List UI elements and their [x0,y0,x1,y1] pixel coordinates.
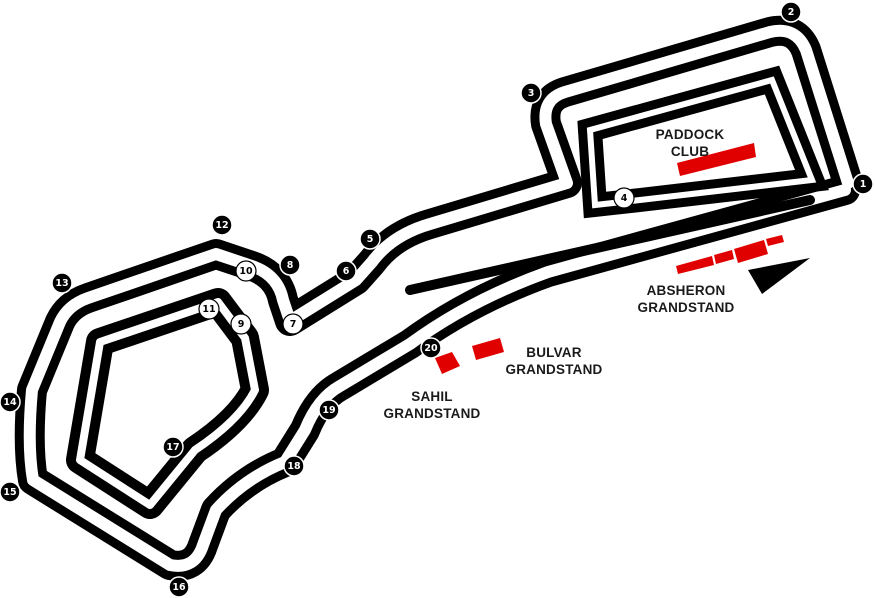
turn-marker-circle [168,576,190,598]
turn-marker-circle [51,272,73,294]
turn-marker-number: 20 [424,343,438,354]
turn-marker-number: 15 [3,487,16,498]
turn-marker-number: 10 [239,266,253,277]
turn-marker-circle [198,298,220,320]
turn-marker-17: 17 [162,436,184,458]
turn-marker-circle [335,260,357,282]
turn-marker-10: 10 [235,260,257,282]
turn-marker-11: 11 [198,298,220,320]
inner-loop-line [76,298,259,509]
absheron-label-line2: GRANDSTAND [637,300,735,315]
turn-marker-circle [162,436,184,458]
grandstands [435,143,784,374]
turn-marker-number: 16 [172,582,186,593]
turn-marker-number: 5 [367,234,374,245]
turn-marker-circle [235,260,257,282]
paddock-club-stand [677,143,756,176]
bulvar-stand [472,338,504,360]
turn-marker-number: 7 [290,319,297,330]
turn-marker-19: 19 [318,399,340,421]
turn-marker-15: 15 [0,481,21,503]
turn-marker-circle [613,187,635,209]
turn-marker-14: 14 [0,391,21,413]
absheron-stand-4 [766,235,784,246]
turn-marker-20: 20 [420,337,442,359]
race-track [14,15,863,581]
main-straight [405,195,815,295]
turn-marker-circle [282,313,304,335]
turn-marker-circle [780,1,802,23]
turn-marker-number: 17 [166,442,179,453]
paddock-label-line2: CLUB [670,144,710,159]
turn-marker-number: 14 [3,397,17,408]
turn-marker-number: 4 [621,193,628,204]
turn-marker-circle [359,228,381,250]
sahil-label-line1: SAHIL [411,389,453,404]
absheron-grandstand-label: ABSHERON GRANDSTAND [622,282,750,316]
sahil-label-line2: GRANDSTAND [383,406,481,421]
turn-marker-2: 2 [780,1,802,23]
bulvar-label-line1: BULVAR [526,345,582,360]
turn-marker-circle [283,455,305,477]
turn-marker-number: 8 [287,260,294,271]
bulvar-grandstand-label: BULVAR GRANDSTAND [490,344,618,378]
turn-marker-3: 3 [520,82,542,104]
absheron-label-line1: ABSHERON [646,283,726,298]
track-centre-line [23,24,854,572]
turn-marker-7: 7 [282,313,304,335]
paddock-label-line1: PADDOCK [655,127,725,142]
turn-marker-number: 9 [238,319,245,330]
sahil-stand [435,352,460,374]
turn-marker-1: 1 [852,173,874,195]
turn-marker-circle [520,82,542,104]
turn-marker-circle [318,399,340,421]
absheron-stand-1 [676,256,714,274]
turn-marker-12: 12 [211,214,233,236]
turn-marker-6: 6 [335,260,357,282]
turn-marker-4: 4 [613,187,635,209]
turn-marker-13: 13 [51,272,73,294]
turn-marker-number: 12 [215,220,228,231]
turn-marker-circle [279,254,301,276]
turn-marker-9: 9 [230,313,252,335]
sahil-grandstand-label: SAHIL GRANDSTAND [368,388,496,422]
turn-marker-circle [230,313,252,335]
turn-marker-number: 3 [528,88,535,99]
turn-marker-16: 16 [168,576,190,598]
turn-marker-number: 1 [860,179,867,190]
turn-marker-8: 8 [279,254,301,276]
absheron-stand-2 [714,250,734,264]
absheron-wedge [748,258,810,294]
bulvar-label-line2: GRANDSTAND [505,362,603,377]
turn-marker-number: 11 [202,304,215,315]
turn-marker-circle [852,173,874,195]
turn-marker-18: 18 [283,455,305,477]
turn-marker-number: 6 [343,266,350,277]
turn-marker-5: 5 [359,228,381,250]
turn-marker-circle [0,481,21,503]
paddock-club-label: PADDOCK CLUB [650,126,730,160]
turn-marker-circle [420,337,442,359]
turn-marker-number: 13 [55,278,68,289]
turn-marker-circle [211,214,233,236]
turn-marker-number: 19 [322,405,335,416]
turn-marker-circle [0,391,21,413]
turn-marker-number: 18 [287,461,301,472]
turn-marker-number: 2 [788,7,795,18]
absheron-stand-3 [734,240,768,263]
